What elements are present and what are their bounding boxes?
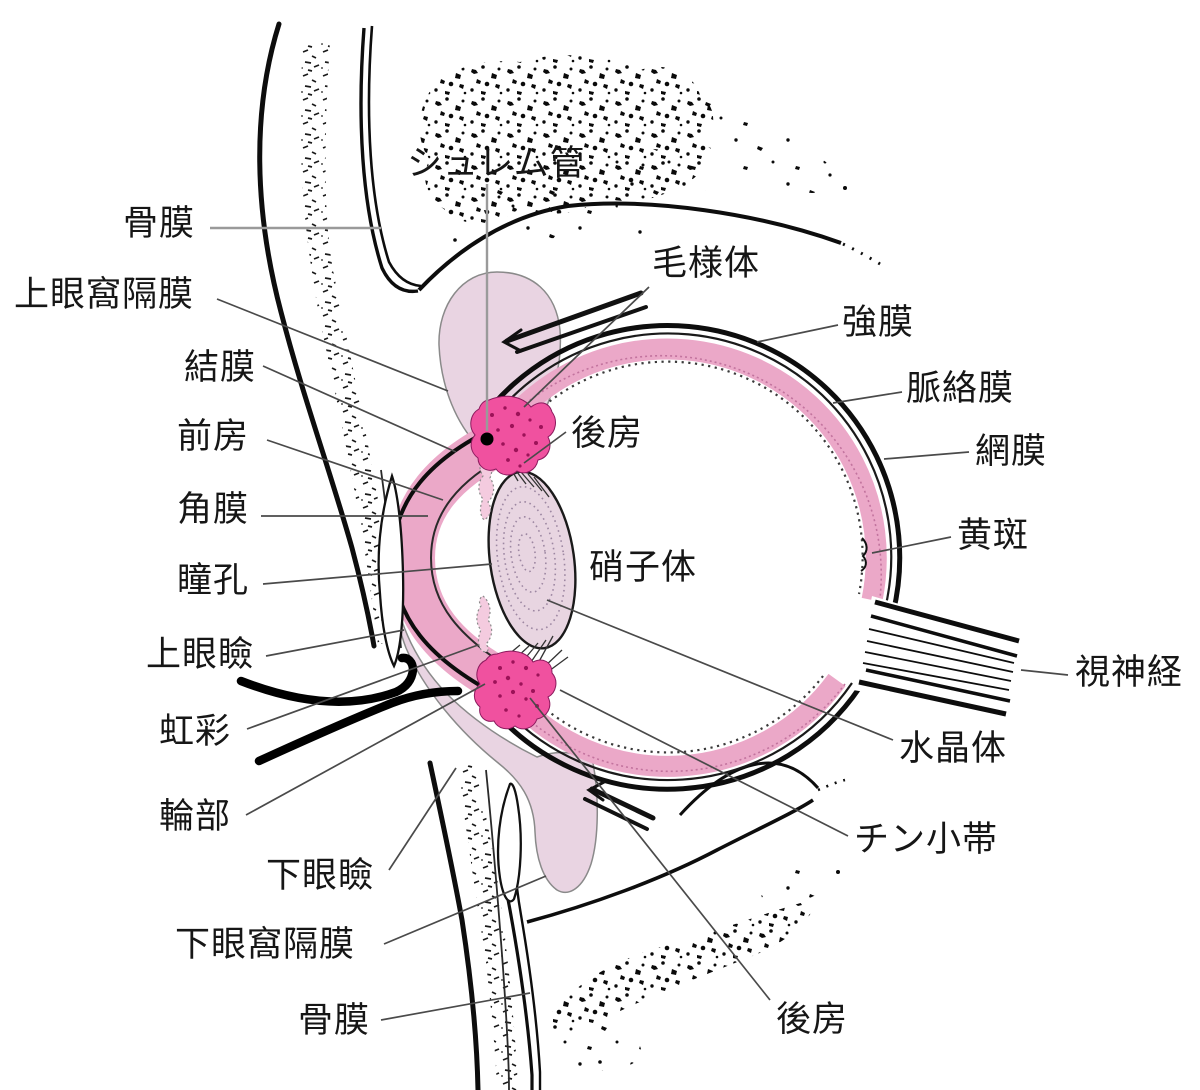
periosteum-line-upper-a — [359, 27, 419, 294]
schlemm-canal-dot — [480, 432, 494, 446]
tarsus-upper — [377, 472, 405, 669]
eyeball-wall — [475, 323, 903, 792]
sclera-outer-top — [475, 323, 903, 614]
choroid-edge-dots-top — [496, 354, 883, 599]
leader-conjunctiva — [262, 365, 457, 453]
ciliary-body-lower — [473, 650, 557, 730]
lower-lash-stroke — [254, 686, 463, 766]
optic-nerve-group — [853, 596, 1022, 718]
leader-choroid — [832, 391, 903, 404]
label-optic-nerve: 視神経 — [1075, 653, 1184, 693]
lid-inner-line-lower — [485, 769, 510, 1090]
rectus-tendons — [501, 290, 656, 831]
leader-posterior-chamber-lower — [529, 697, 771, 1001]
sclera-inner-bottom — [501, 682, 853, 782]
bone-band-lower — [458, 764, 518, 1090]
orbit-sweep-upper-dotted — [842, 242, 886, 269]
leader-ciliary-body — [523, 286, 650, 408]
leader-lines — [210, 184, 1069, 1021]
fat-pad-lower — [395, 599, 599, 894]
label-retina: 網膜 — [975, 432, 1048, 472]
label-inferior-orbital-septum: 下眼窩隔膜 — [175, 925, 356, 965]
choroid-band-bottom — [507, 673, 846, 777]
label-lens: 水晶体 — [899, 729, 1008, 769]
choroid-edge-dots-bottom — [511, 683, 846, 773]
lens-group — [487, 470, 577, 650]
label-vitreous-body: 硝子体 — [589, 548, 698, 588]
label-sclera: 強膜 — [842, 303, 915, 343]
label-limbus: 輪部 — [159, 797, 232, 837]
tarsus-lower — [496, 782, 522, 903]
label-schlemm-canal: シュレム管 — [407, 144, 586, 184]
upper-lash-stroke — [236, 653, 418, 706]
leader-pupil — [262, 563, 493, 585]
leader-periosteum-bottom — [380, 992, 531, 1021]
label-anterior-chamber: 前房 — [177, 417, 250, 457]
leader-retina — [883, 451, 970, 460]
orbital-wall-left — [257, 21, 886, 1090]
label-cornea: 角膜 — [177, 490, 250, 530]
retina-dotted-bottom — [528, 675, 824, 754]
periosteum-line-upper-b — [367, 25, 422, 288]
label-posterior-chamber-lower: 後房 — [776, 1000, 849, 1040]
leader-lens — [546, 599, 894, 741]
label-pupil: 瞳孔 — [177, 561, 250, 601]
leader-inferior-orbital-septum — [383, 875, 547, 945]
label-periosteum-top: 骨膜 — [123, 204, 196, 244]
label-lower-eyelid: 下眼瞼 — [266, 856, 375, 896]
leader-lower-eyelid — [388, 767, 457, 871]
bone-band-upper — [300, 42, 399, 645]
leader-sclera — [756, 324, 839, 343]
stipple-texture-top — [419, 55, 847, 242]
label-zonule-of-zinn: チン小帯 — [854, 820, 999, 860]
orbit-sweep-upper — [417, 201, 842, 292]
cornea-inner-outline — [429, 448, 522, 676]
label-upper-eyelid: 上眼瞼 — [146, 635, 255, 675]
label-iris: 虹彩 — [159, 712, 232, 752]
leader-limbus — [245, 683, 486, 816]
macula-mark — [860, 537, 868, 572]
leader-superior-orbital-septum — [216, 298, 449, 392]
sclera-inner-top — [485, 332, 893, 610]
leader-iris — [246, 644, 479, 730]
label-choroid: 脈絡膜 — [906, 369, 1015, 409]
orbit-sweep-lower-dotted — [817, 778, 846, 792]
lens-body — [487, 470, 577, 650]
leader-upper-eyelid — [265, 629, 405, 657]
leader-macula — [871, 536, 952, 554]
label-macula: 黄斑 — [957, 516, 1030, 556]
label-ciliary-body: 毛様体 — [652, 244, 761, 284]
skin-line-lower — [427, 760, 481, 1090]
choroid-band-top — [490, 338, 887, 603]
skin-line-upper — [257, 21, 377, 649]
orbit-sweep-lower — [526, 798, 814, 924]
eyelash-strokes — [236, 653, 463, 766]
iris-frill-lower — [476, 595, 493, 653]
label-periosteum-bottom: 骨膜 — [298, 1001, 371, 1041]
leader-zonule-of-zinn — [559, 689, 849, 837]
leader-posterior-chamber — [523, 431, 567, 464]
label-posterior-chamber: 後房 — [571, 414, 644, 454]
label-superior-orbital-septum: 上眼窩隔膜 — [14, 275, 195, 315]
stipple-texture-bottom — [549, 866, 840, 1071]
label-conjunctiva: 結膜 — [184, 348, 257, 388]
tenon-curve-lower — [678, 761, 820, 817]
sclera-outer-bottom — [492, 685, 863, 792]
leader-anterior-chamber — [266, 439, 444, 501]
leader-optic-nerve — [1020, 669, 1069, 676]
